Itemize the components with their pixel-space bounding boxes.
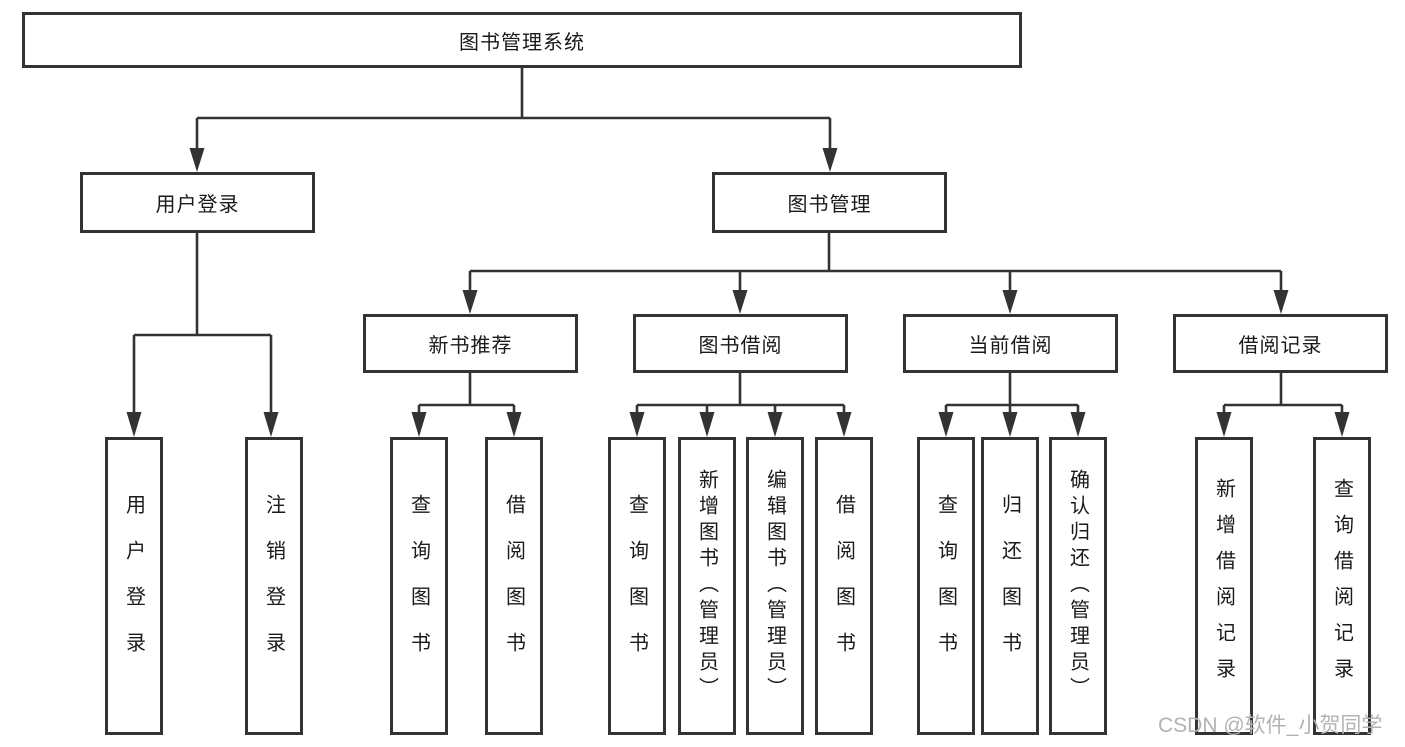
csdn-watermark: CSDN @软件_小贺同学 [1158, 714, 1383, 737]
node-bb-borrow-books: 借阅图书 [815, 437, 873, 735]
node-label: 图书管理系统 [459, 31, 585, 54]
node-label: 图书借阅 [698, 335, 783, 357]
node-br-query-record: 查询借阅记录 [1313, 437, 1371, 735]
node-book-management: 图书管理 [712, 172, 947, 233]
node-cb-confirm-return-admin: 确认归还（管理员） [1049, 437, 1107, 735]
node-label: 新增图书（管理员） [695, 469, 718, 703]
node-label: 新增借阅记录 [1212, 478, 1235, 694]
node-label: 查询图书 [407, 494, 430, 678]
node-bb-add-books-admin: 新增图书（管理员） [678, 437, 736, 735]
node-user-login: 用户登录 [80, 172, 315, 233]
node-label: 借阅图书 [832, 494, 855, 678]
node-bb-query-books: 查询图书 [608, 437, 666, 735]
node-label: 编辑图书（管理员） [763, 469, 786, 703]
node-label: 图书管理 [787, 194, 872, 216]
node-current-borrow: 当前借阅 [903, 314, 1118, 373]
node-nbr-borrow-books: 借阅图书 [485, 437, 543, 735]
node-label: 查询图书 [934, 494, 957, 678]
node-bb-edit-books-admin: 编辑图书（管理员） [746, 437, 804, 735]
node-label: 注销登录 [262, 494, 285, 678]
node-book-borrow: 图书借阅 [633, 314, 848, 373]
node-borrow-records: 借阅记录 [1173, 314, 1388, 373]
node-br-add-record: 新增借阅记录 [1195, 437, 1253, 735]
node-label: 用户登录 [155, 194, 240, 216]
node-cb-query-books: 查询图书 [917, 437, 975, 735]
node-leaf-logout: 注销登录 [245, 437, 303, 735]
node-label: 查询图书 [625, 494, 648, 678]
node-label: 归还图书 [998, 494, 1021, 678]
node-label: 借阅图书 [502, 494, 525, 678]
node-root-library-system: 图书管理系统 [22, 12, 1022, 68]
node-leaf-user-login: 用户登录 [105, 437, 163, 735]
arrowheads [126, 148, 1350, 437]
node-new-book-recommend: 新书推荐 [363, 314, 578, 373]
node-nbr-query-books: 查询图书 [390, 437, 448, 735]
node-label: 用户登录 [122, 494, 145, 678]
node-label: 确认归还（管理员） [1066, 469, 1089, 703]
node-label: 新书推荐 [428, 335, 513, 357]
node-cb-return-books: 归还图书 [981, 437, 1039, 735]
node-label: 查询借阅记录 [1330, 478, 1353, 694]
node-label: 当前借阅 [968, 335, 1053, 357]
node-label: 借阅记录 [1238, 335, 1323, 357]
